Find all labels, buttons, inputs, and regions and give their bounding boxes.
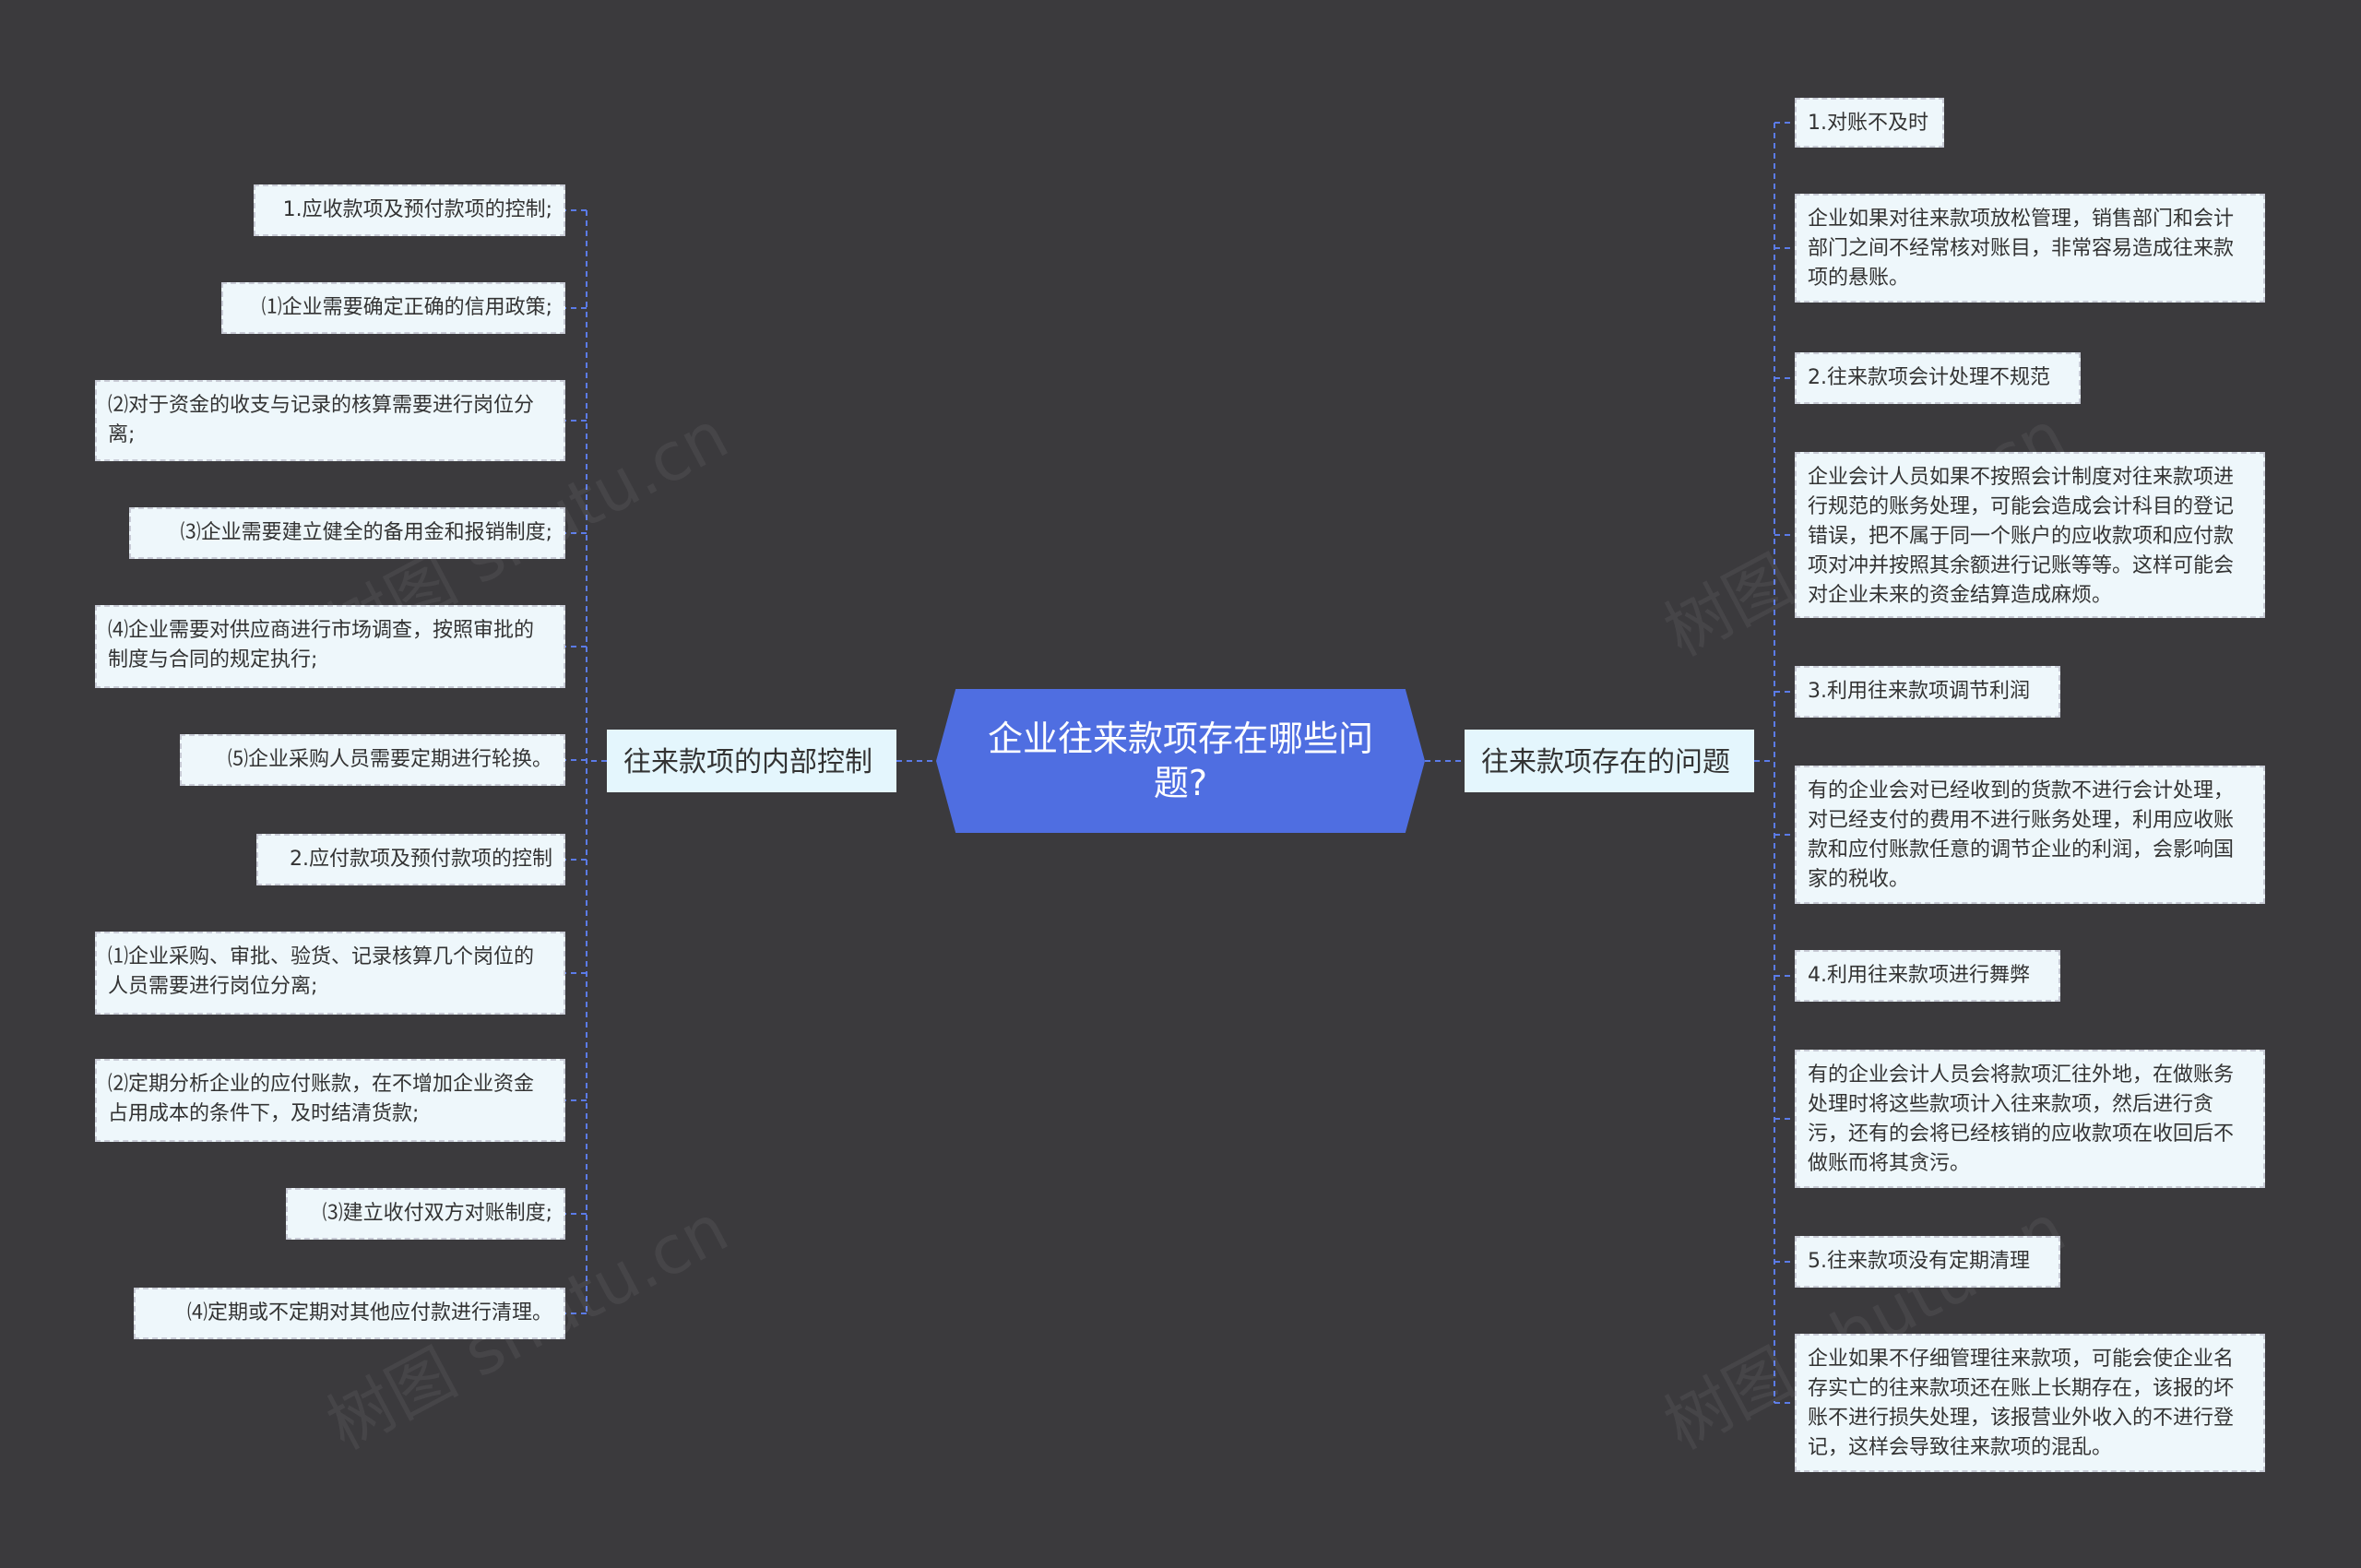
right-item-5[interactable]: 3.利用往来款项调节利润 — [1795, 666, 2060, 718]
left-item-8-label: ⑴企业采购、审批、验货、记录核算几个岗位的人员需要进行岗位分离; — [108, 945, 535, 998]
right-item-8-label: 有的企业会计人员会将款项汇往外地，在做账务处理时将这些款项计入往来款项，然后进行… — [1808, 1063, 2235, 1175]
left-item-7-label: 2.应付款项及预付款项的控制 — [290, 848, 552, 871]
left-item-9-label: ⑵定期分析企业的应付账款，在不增加企业资金占用成本的条件下，及时结清货款; — [108, 1073, 535, 1125]
branch-existing-problems-label: 往来款项存在的问题 — [1481, 746, 1730, 778]
left-item-6-label: ⑸企业采购人员需要定期进行轮换。 — [227, 748, 552, 771]
right-item-9-label: 5.往来款项没有定期清理 — [1808, 1250, 2030, 1273]
left-item-2[interactable]: ⑴企业需要确定正确的信用政策; — [221, 282, 565, 334]
root-topic-label: 企业往来款项存在哪些问题? — [987, 719, 1373, 803]
left-item-3-label: ⑵对于资金的收支与记录的核算需要进行岗位分离; — [108, 394, 535, 446]
right-item-10[interactable]: 企业如果不仔细管理往来款项，可能会使企业名存实亡的往来款项还在账上长期存在，该报… — [1795, 1334, 2265, 1472]
right-item-7-label: 4.利用往来款项进行舞弊 — [1808, 964, 2030, 987]
left-item-1-label: 1.应收款项及预付款项的控制; — [282, 198, 552, 221]
right-item-5-label: 3.利用往来款项调节利润 — [1808, 680, 2030, 703]
left-item-4[interactable]: ⑶企业需要建立健全的备用金和报销制度; — [129, 507, 565, 559]
right-item-6[interactable]: 有的企业会对已经收到的货款不进行会计处理，对已经支付的费用不进行账务处理，利用应… — [1795, 766, 2265, 904]
root-topic[interactable]: 企业往来款项存在哪些问题? — [936, 689, 1425, 833]
right-item-6-label: 有的企业会对已经收到的货款不进行会计处理，对已经支付的费用不进行账务处理，利用应… — [1808, 779, 2235, 891]
right-item-2[interactable]: 企业如果对往来款项放松管理，销售部门和会计部门之间不经常核对账目，非常容易造成往… — [1795, 194, 2265, 303]
right-item-4-label: 企业会计人员如果不按照会计制度对往来款项进行规范的账务处理，可能会造成会计科目的… — [1808, 466, 2235, 607]
left-item-8[interactable]: ⑴企业采购、审批、验货、记录核算几个岗位的人员需要进行岗位分离; — [95, 932, 565, 1015]
right-item-8[interactable]: 有的企业会计人员会将款项汇往外地，在做账务处理时将这些款项计入往来款项，然后进行… — [1795, 1050, 2265, 1188]
right-item-1[interactable]: 1.对账不及时 — [1795, 98, 1944, 148]
left-item-4-label: ⑶企业需要建立健全的备用金和报销制度; — [180, 521, 552, 544]
left-item-2-label: ⑴企业需要确定正确的信用政策; — [261, 296, 552, 319]
left-item-7[interactable]: 2.应付款项及预付款项的控制 — [256, 834, 565, 885]
left-item-5[interactable]: ⑷企业需要对供应商进行市场调查，按照审批的制度与合同的规定执行; — [95, 605, 565, 688]
left-item-11-label: ⑷定期或不定期对其他应付款进行清理。 — [186, 1301, 552, 1324]
left-item-1[interactable]: 1.应收款项及预付款项的控制; — [254, 184, 565, 236]
left-item-3[interactable]: ⑵对于资金的收支与记录的核算需要进行岗位分离; — [95, 380, 565, 461]
right-item-4[interactable]: 企业会计人员如果不按照会计制度对往来款项进行规范的账务处理，可能会造成会计科目的… — [1795, 452, 2265, 618]
left-item-10[interactable]: ⑶建立收付双方对账制度; — [286, 1188, 565, 1240]
right-item-1-label: 1.对账不及时 — [1808, 112, 1928, 135]
right-item-2-label: 企业如果对往来款项放松管理，销售部门和会计部门之间不经常核对账目，非常容易造成往… — [1808, 208, 2235, 290]
right-item-9[interactable]: 5.往来款项没有定期清理 — [1795, 1236, 2060, 1288]
left-item-9[interactable]: ⑵定期分析企业的应付账款，在不增加企业资金占用成本的条件下，及时结清货款; — [95, 1059, 565, 1142]
left-item-10-label: ⑶建立收付双方对账制度; — [322, 1202, 552, 1225]
left-item-5-label: ⑷企业需要对供应商进行市场调查，按照审批的制度与合同的规定执行; — [108, 619, 535, 671]
branch-internal-control[interactable]: 往来款项的内部控制 — [607, 730, 896, 792]
branch-internal-control-label: 往来款项的内部控制 — [623, 746, 872, 778]
left-item-6[interactable]: ⑸企业采购人员需要定期进行轮换。 — [180, 734, 565, 786]
right-item-3-label: 2.往来款项会计处理不规范 — [1808, 366, 2050, 389]
left-item-11[interactable]: ⑷定期或不定期对其他应付款进行清理。 — [134, 1288, 565, 1339]
right-item-7[interactable]: 4.利用往来款项进行舞弊 — [1795, 950, 2060, 1002]
right-item-10-label: 企业如果不仔细管理往来款项，可能会使企业名存实亡的往来款项还在账上长期存在，该报… — [1808, 1348, 2235, 1459]
branch-existing-problems[interactable]: 往来款项存在的问题 — [1465, 730, 1754, 792]
right-item-3[interactable]: 2.往来款项会计处理不规范 — [1795, 352, 2081, 404]
